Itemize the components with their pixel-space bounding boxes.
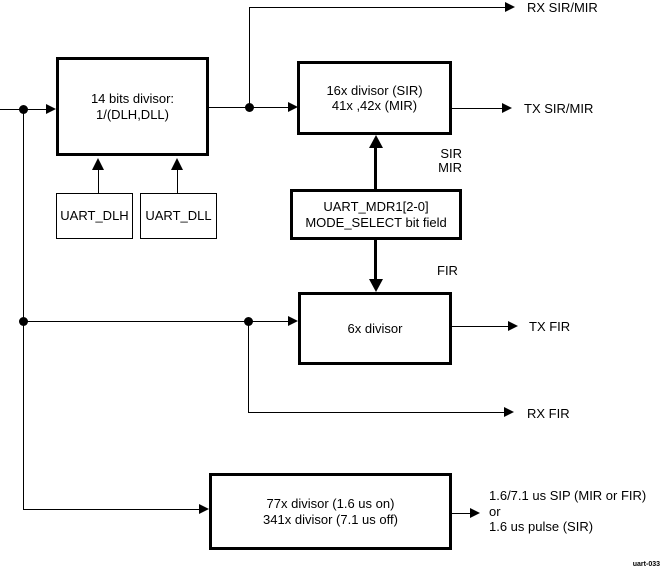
label-pulse-line2: or [489, 503, 501, 519]
label-sir-mir-modes: SIR MIR [400, 147, 462, 174]
box-uart-mdr1-mode-select: UART_MDR1[2-0] MODE_SELECT bit field [290, 189, 462, 240]
connector-dll-to-divisor [177, 169, 178, 193]
arrowhead-tx-fir-icon [508, 321, 518, 331]
arrowhead-pulse-output-icon [470, 508, 480, 518]
box-14bits-divisor-line2: 1/(DLH,DLL) [96, 106, 169, 122]
label-rx-fir: RX FIR [527, 406, 570, 421]
label-tx-fir: TX FIR [529, 319, 571, 334]
connector-rx-fir-drop [248, 321, 249, 413]
box-16x-divisor-line1: 16x divisor (SIR) [326, 82, 423, 98]
arrowhead-mode-select-up-icon [369, 135, 383, 148]
box-16x-divisor-line2: 41x ,42x (MIR) [331, 98, 418, 113]
label-sir: SIR [440, 146, 462, 161]
connector-rx-sirmir-riser [249, 7, 250, 107]
arrowhead-dll-icon [171, 158, 183, 170]
connector-mode-select-up [374, 148, 377, 189]
arrowhead-into-divisor77-icon [199, 504, 209, 514]
box-6x-divisor: 6x divisor [298, 292, 452, 365]
label-rx-sir-mir: RX SIR/MIR [527, 0, 598, 15]
box-uart-mdr1-line2: MODE_SELECT bit field [305, 214, 447, 230]
connector-fir-branch [23, 321, 289, 322]
label-pulse-line3: 1.6 us pulse (SIR) [489, 519, 594, 534]
box-uart-dll-register: UART_DLL [140, 193, 217, 239]
arrowhead-dlh-icon [92, 158, 104, 170]
label-mir: MIR [438, 159, 462, 175]
uart-dlh-label: UART_DLH [60, 208, 129, 224]
box-uart-mdr1-line1: UART_MDR1[2-0] [323, 199, 429, 214]
arrowhead-rx-sirmir-icon [505, 2, 515, 12]
arrowhead-tx-sirmir-icon [502, 103, 512, 113]
connector-rx-sirmir [249, 7, 505, 8]
box-16x-divisor: 16x divisor (SIR) 41x ,42x (MIR) [297, 61, 452, 135]
connector-dlh-to-divisor [98, 169, 99, 193]
junction-dot-fir-branch [19, 317, 28, 326]
box-77x-divisor-line2: 341x divisor (7.1 us off) [263, 511, 398, 527]
box-uart-dlh-register: UART_DLH [56, 193, 133, 239]
junction-dot-rx-fir [244, 317, 253, 326]
junction-dot-input [19, 105, 28, 114]
arrowhead-into-divisor16-icon [288, 102, 298, 112]
connector-left-trunk [23, 109, 24, 510]
uart-dll-label: UART_DLL [145, 208, 212, 224]
box-14bits-divisor-line1: 14 bits divisor: [90, 91, 175, 106]
connector-77x-branch [23, 509, 200, 510]
box-77x-341x-divisor: 77x divisor (1.6 us on) 341x divisor (7.… [209, 473, 452, 550]
junction-dot-divisor14 [245, 103, 254, 112]
label-fir-mode: FIR [437, 263, 458, 278]
connector-rx-fir [248, 412, 504, 413]
connector-mode-select-down [374, 240, 377, 280]
connector-tx-fir [452, 326, 508, 327]
connector-tx-sirmir [452, 108, 502, 109]
connector-pulse-output [452, 513, 471, 514]
figure-id-watermark: uart-033 [632, 561, 660, 568]
box-77x-divisor-line1: 77x divisor (1.6 us on) [266, 496, 395, 511]
arrowhead-rx-fir-icon [504, 407, 514, 417]
label-tx-sir-mir: TX SIR/MIR [524, 101, 594, 116]
arrowhead-into-divisor6-icon [288, 316, 298, 326]
arrowhead-mode-select-down-icon [369, 279, 383, 292]
box-6x-divisor-label: 6x divisor [347, 320, 403, 336]
label-pulse-line1: 1.6/7.1 us SIP (MIR or FIR) [489, 488, 647, 503]
label-pulse-output: 1.6/7.1 us SIP (MIR or FIR) or 1.6 us pu… [489, 488, 646, 535]
box-14bits-divisor: 14 bits divisor: 1/(DLH,DLL) [56, 57, 209, 156]
arrowhead-into-divisor14-icon [46, 104, 56, 114]
